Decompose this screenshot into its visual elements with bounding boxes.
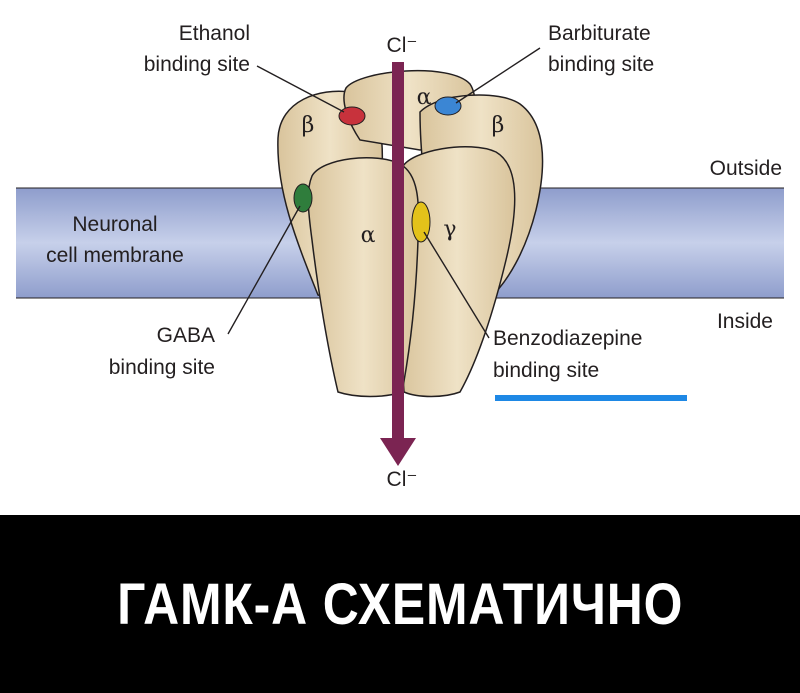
beta-right-letter: β [492, 113, 505, 138]
alpha-back-letter: α [417, 85, 432, 110]
benzodiazepine-binding-site [411, 201, 431, 243]
caption-text: ГАМК-А СХЕМАТИЧНО [116, 571, 684, 637]
alpha-front-letter: α [361, 223, 376, 248]
caption-bar: ГАМК-А СХЕМАТИЧНО [0, 515, 800, 693]
barbiturate-leader [455, 47, 541, 104]
barbiturate-binding-site [434, 96, 462, 116]
barbiturate-label-line2: binding site [548, 53, 654, 76]
benzodiazepine-leader [423, 231, 490, 339]
gamma-front-letter: γ [443, 217, 456, 242]
ethanol-label-line2: binding site [144, 53, 250, 76]
gaba-leader [227, 205, 301, 335]
gaba-label-line1: GABA [157, 324, 215, 347]
gaba-a-receptor-diagram: Ethanol binding site Barbiturate binding… [16, 22, 784, 491]
barbiturate-label-line1: Barbiturate [548, 22, 651, 45]
benzodiazepine-label-line1: Benzodiazepine [493, 327, 642, 350]
benzodiazepine-label-line2: binding site [493, 359, 599, 382]
inside-label: Inside [717, 310, 773, 333]
gaba-binding-site [293, 183, 313, 213]
chloride-top-label: Cl⁻ [387, 34, 418, 57]
gaba-label-line2: binding site [109, 356, 215, 379]
ethanol-leader [256, 65, 345, 113]
beta-left-letter: β [302, 113, 315, 138]
chloride-channel [392, 62, 404, 442]
receptor-protein [277, 69, 544, 398]
chloride-arrow-head [380, 438, 416, 466]
benzodiazepine-highlight-underline [495, 395, 687, 401]
ethanol-binding-site [338, 106, 366, 126]
membrane-label-line2: cell membrane [46, 244, 184, 267]
chloride-bottom-label: Cl⁻ [387, 468, 418, 491]
membrane-label-line1: Neuronal [72, 213, 157, 236]
ethanol-label-line1: Ethanol [179, 22, 250, 45]
outside-label: Outside [710, 157, 782, 180]
